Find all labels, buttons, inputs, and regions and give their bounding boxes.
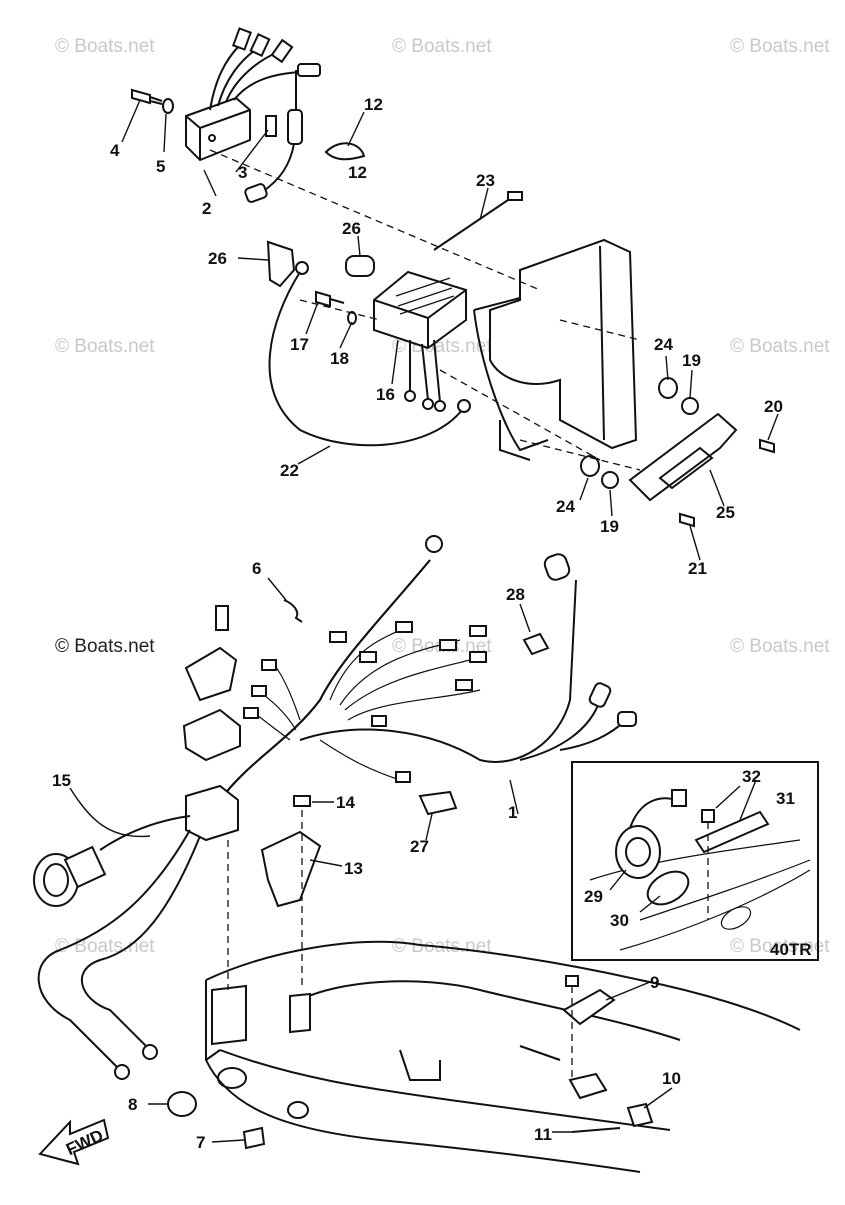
- callout-13: 13: [344, 859, 363, 878]
- callout-1: 1: [508, 803, 517, 822]
- watermark-4: © Boats.net: [55, 336, 155, 357]
- wire-harness-drawing: [33, 535, 637, 1080]
- fwd-arrow-icon: [38, 1118, 110, 1166]
- bottom-cowling-drawing: FWD: [38, 810, 801, 1173]
- callout-4: 4: [110, 141, 120, 160]
- callout-12: 12: [364, 95, 383, 114]
- callout-26-left: 26: [208, 249, 227, 268]
- callout-19-upper: 19: [682, 351, 701, 370]
- callout-23: 23: [476, 171, 495, 190]
- callout-22: 22: [280, 461, 299, 480]
- callout-26-upper: 26: [342, 219, 361, 238]
- watermark-12: © Boats.net: [730, 936, 830, 957]
- callout-9: 9: [650, 973, 659, 992]
- callout-18: 18: [330, 349, 349, 368]
- callout-14: 14: [336, 793, 355, 812]
- callout-24-lower: 24: [556, 497, 575, 516]
- callout-12-secondary: 12: [348, 163, 367, 182]
- upper-assembly-drawing: [131, 27, 775, 528]
- callout-5: 5: [156, 157, 165, 176]
- callout-28: 28: [506, 585, 525, 604]
- leader-lines: [69, 99, 779, 1143]
- callout-8: 8: [128, 1095, 137, 1114]
- callout-19-lower: 19: [600, 517, 619, 536]
- callout-numbers: 1 2 3 4 5 6 7 8 9 10 11 12 12 13 14 15 1…: [52, 95, 795, 1152]
- watermark-2: © Boats.net: [392, 36, 492, 57]
- callout-16: 16: [376, 385, 395, 404]
- callout-24-upper: 24: [654, 335, 673, 354]
- callout-25: 25: [716, 503, 735, 522]
- callout-11: 11: [534, 1125, 552, 1144]
- callout-17: 17: [290, 335, 309, 354]
- callout-21: 21: [688, 559, 707, 578]
- callout-29: 29: [584, 887, 603, 906]
- callout-30: 30: [610, 911, 629, 930]
- callout-20: 20: [764, 397, 783, 416]
- callout-32: 32: [742, 767, 761, 786]
- watermark-1: © Boats.net: [55, 36, 155, 57]
- inset-label: 40TR: [770, 940, 812, 959]
- watermark-7: © Boats.net: [55, 636, 155, 657]
- watermark-6: © Boats.net: [730, 336, 830, 357]
- callout-6: 6: [252, 559, 261, 578]
- inset-frame: [571, 761, 819, 961]
- watermark-9: © Boats.net: [730, 636, 830, 657]
- callout-15: 15: [52, 771, 71, 790]
- watermark-3: © Boats.net: [730, 36, 830, 57]
- callout-10: 10: [662, 1069, 681, 1088]
- callout-2: 2: [202, 199, 211, 218]
- callout-7: 7: [196, 1133, 205, 1152]
- callout-31: 31: [776, 789, 795, 808]
- inset-panel: 40TR: [571, 761, 819, 961]
- callout-3: 3: [238, 163, 247, 182]
- callout-27: 27: [410, 837, 429, 856]
